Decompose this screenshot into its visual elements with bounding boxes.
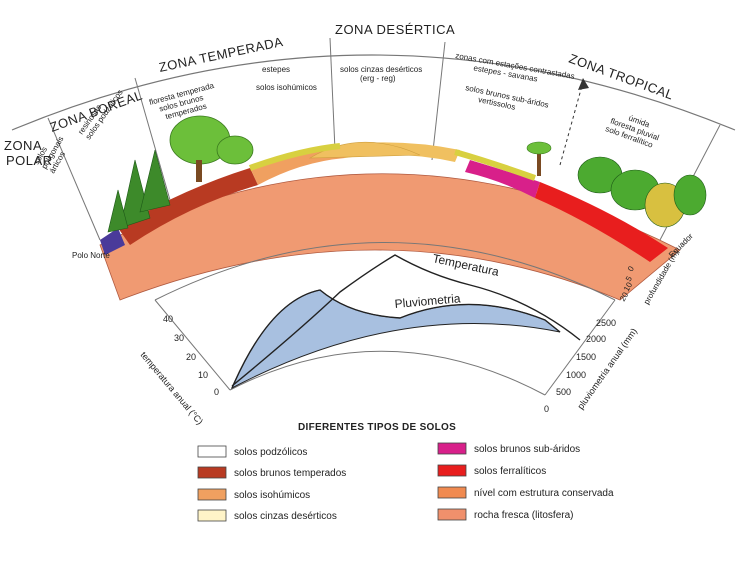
- zone-polar-line2: POLAR: [6, 153, 53, 168]
- soil-sub-aridos-layer: [465, 160, 540, 198]
- legend-swatch: [197, 509, 227, 522]
- zone-frame-outer-arc: [11, 54, 736, 131]
- legend-swatch: [197, 466, 227, 479]
- soil-brunos-temperados-layer: [118, 168, 258, 245]
- rain-arrow: [559, 81, 584, 166]
- climate-right-edge: [544, 299, 616, 396]
- legend-item-podzolicos: solos podzólicos: [197, 445, 307, 458]
- pluv-tick-1000: 1000: [566, 370, 586, 380]
- pluv-tick-2000: 2000: [586, 334, 606, 344]
- boreal-conifers: [107, 149, 171, 233]
- legend-swatch: [437, 486, 467, 499]
- polo-norte-label: Polo Norte: [72, 251, 110, 260]
- legend-item-isohumicos: solos isohúmicos: [197, 488, 310, 501]
- temperatura-curve: [231, 254, 581, 387]
- legend-swatch: [437, 464, 467, 477]
- pluv-tick-0: 0: [544, 404, 549, 414]
- temp-tick-10: 10: [198, 370, 208, 380]
- pluviometria-axis: 0 500 1000 1500 2000 2500: [544, 318, 616, 414]
- temp-tick-20: 20: [186, 352, 196, 362]
- legend-item-brunos-sub-aridos: solos brunos sub-áridos: [437, 442, 580, 455]
- climate-inner-arc: [229, 350, 546, 396]
- label-estepes: estepes: [262, 65, 290, 74]
- zone-tropical-label: ZONA TROPICAL: [567, 51, 676, 103]
- legend-item-estrutura-conservada: nível com estrutura conservada: [437, 486, 614, 499]
- pluv-axis-label: pluviometria anual (mm): [575, 326, 639, 411]
- label-solos-isohumicos: solos isohúmicos: [256, 83, 317, 92]
- tropical-forest: [577, 156, 707, 228]
- steppe-grass: [248, 143, 341, 171]
- soil-ferraliticos-layer: [535, 182, 668, 262]
- legend-title: DIFERENTES TIPOS DE SOLOS: [298, 422, 456, 433]
- climate-outer-arc: [154, 242, 616, 301]
- legend-label: solos brunos sub-áridos: [474, 444, 580, 455]
- legend-swatch: [437, 508, 467, 521]
- label-floresta-pluvial: úmidafloresta pluvialsolo ferralítico: [604, 107, 663, 151]
- legend-item-ferraliticos: solos ferralíticos: [437, 464, 546, 477]
- legend-label: solos brunos temperados: [234, 468, 346, 479]
- temp-tick-40: 40: [163, 314, 173, 324]
- temp-tick-30: 30: [174, 333, 184, 343]
- ground-bedrock: [99, 173, 681, 301]
- legend-label: rocha fresca (litosfera): [474, 510, 573, 521]
- legend-label: solos podzólicos: [234, 447, 307, 458]
- polar-ice: [100, 228, 125, 255]
- climate-left-edge: [154, 299, 231, 391]
- legend-label: nível com estrutura conservada: [474, 488, 614, 499]
- rain-arrow-head: [578, 78, 589, 90]
- temperature-axis: 0 10 20 30 40: [163, 314, 219, 397]
- label-solos-cinzas: solos cinzas desérticos(erg - reg): [340, 65, 422, 83]
- zone-polar-line1: ZONA: [4, 138, 42, 153]
- legend-label: solos ferralíticos: [474, 466, 546, 477]
- zone-desertica-label: ZONA DESÉRTICA: [335, 22, 455, 37]
- legend-swatch: [197, 445, 227, 458]
- depth-tick-5: 5: [624, 274, 634, 283]
- label-solos-brunos-sub: solos brunos sub-áridosvertissolos: [463, 83, 550, 118]
- legend-item-brunos-temperados: solos brunos temperados: [197, 466, 346, 479]
- legend: solos podzólicos solos brunos temperados…: [197, 442, 614, 522]
- legend-swatch: [437, 442, 467, 455]
- legend-swatch: [197, 488, 227, 501]
- savanna-tree: [526, 141, 552, 176]
- temp-tick-0: 0: [214, 387, 219, 397]
- label-solos-poligonais: solospoligonaisárticos: [32, 130, 73, 175]
- pluviometria-curve: [231, 289, 561, 389]
- pluv-tick-500: 500: [556, 387, 571, 397]
- depth-tick-0: 0: [626, 264, 636, 273]
- legend-item-cinzas-deserticos: solos cinzas desérticos: [197, 509, 337, 522]
- pluviometria-curve-label: Pluviometria: [394, 291, 461, 311]
- savanna-grass: [454, 149, 537, 181]
- pluv-tick-1500: 1500: [576, 352, 596, 362]
- pluv-tick-2500: 2500: [596, 318, 616, 328]
- temperate-forest: [169, 115, 254, 182]
- legend-label: solos cinzas desérticos: [234, 511, 337, 522]
- legend-item-rocha-fresca: rocha fresca (litosfera): [437, 508, 573, 521]
- legend-label: solos isohúmicos: [234, 490, 310, 501]
